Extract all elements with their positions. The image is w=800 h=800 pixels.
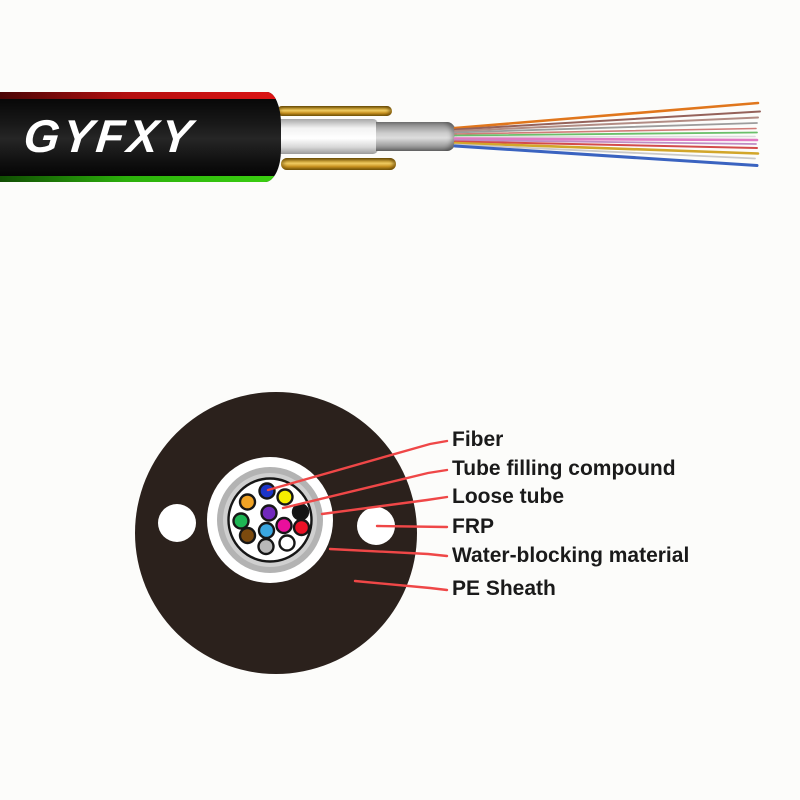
fiber-dot-green [232, 512, 250, 530]
fiber-dot-red [292, 518, 311, 537]
label-pe-sheath: PE Sheath [452, 577, 556, 600]
fan-fiber-salmon [454, 127, 757, 135]
fan-fiber-violet [454, 139, 757, 145]
frp-rod-bottom [281, 158, 396, 170]
fiber-dot-aqua [257, 521, 276, 540]
fan-fiber-slate-gray [454, 122, 758, 134]
cable-green-stripe [0, 176, 281, 182]
fan-fiber-white [454, 135, 756, 138]
fiber-dot-black [291, 503, 310, 521]
frp-rod-top [277, 106, 392, 116]
fiber-fan [453, 101, 761, 167]
leader-line-frp [375, 524, 449, 529]
label-tube-filling-compound: Tube filling compound [452, 457, 676, 480]
cable-red-stripe [0, 92, 281, 99]
label-water-blocking-material: Water-blocking material [452, 544, 690, 567]
fiber-dot-white [278, 534, 296, 552]
fan-fiber-rosybrown [454, 116, 759, 132]
fiber-dot-slate [257, 537, 275, 556]
cross-section-diagram [135, 392, 449, 674]
fan-fiber-green [454, 131, 758, 137]
leader-lines [266, 439, 449, 592]
fiber-dot-violet [260, 504, 278, 522]
fiber-dot-brown [238, 526, 257, 545]
loose-tube-sleeve [376, 122, 457, 151]
fan-fiber-brown [454, 110, 761, 131]
leader-line-tube-filling-compound [281, 468, 449, 510]
frp-hole-left [158, 504, 196, 542]
fan-fiber-orange [453, 101, 760, 130]
fiber-dot-rose [275, 516, 293, 535]
leader-line-fiber [266, 439, 449, 492]
fiber-dots [232, 482, 311, 556]
cable-jacket [0, 92, 281, 182]
loose-tube-white [274, 119, 378, 154]
fan-fiber-yellow [453, 141, 760, 155]
leader-line-pe-sheath [353, 579, 449, 592]
fan-fiber-red [454, 140, 758, 149]
fan-fiber-blue [453, 144, 759, 167]
fan-fiber-pink [453, 137, 759, 142]
label-fiber: Fiber [452, 428, 504, 451]
leader-line-water-blocking-material [328, 547, 449, 558]
fiber-dot-orange [238, 493, 257, 511]
fan-fiber-silver [454, 143, 756, 160]
fiber-dot-yellow [276, 488, 294, 506]
leader-line-loose-tube [320, 495, 449, 516]
label-frp: FRP [452, 515, 494, 538]
label-loose-tube: Loose tube [452, 485, 565, 508]
fiber-dot-blue [258, 482, 276, 500]
